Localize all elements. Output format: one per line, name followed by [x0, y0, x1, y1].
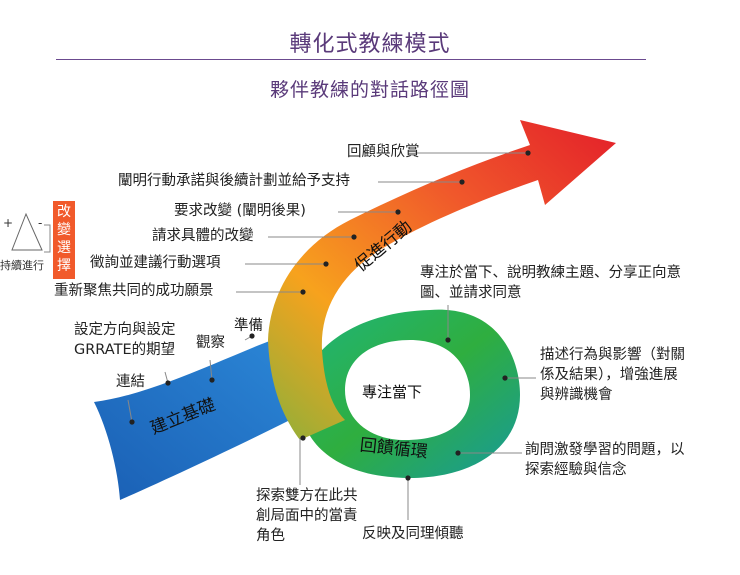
feedback-ring	[300, 309, 520, 478]
label-focus-present: 專注於當下、說明教練主題、分享正向意圖、並請求同意	[420, 265, 681, 301]
label-commitment: 闡明行動承諾與後續計劃並給予支持	[118, 173, 350, 189]
center-section-label: 專注當下	[362, 383, 423, 401]
label-set-direction: 設定方向與設定GRRATE的期望	[74, 322, 176, 358]
label-explore: 探索雙方在此共創局面中的當責角色	[256, 488, 358, 544]
badge-bracket	[44, 224, 51, 253]
foundation-band	[94, 340, 290, 500]
label-observe: 觀察	[196, 335, 225, 351]
path-dots	[129, 150, 531, 481]
change-choice-badge: 改 變 選 擇	[53, 201, 75, 279]
title-divider	[56, 59, 646, 60]
label-refocus: 重新聚焦共同的成功願景	[54, 283, 214, 299]
badge-char: 改	[57, 204, 71, 220]
page-subtitle: 夥伴教練的對話路徑圖	[269, 79, 470, 101]
ongoing-caption: 持續進行	[0, 259, 44, 272]
change-triangle	[11, 212, 43, 251]
label-solicit: 徵詢並建議行動選項	[90, 255, 221, 271]
label-request-specific: 請求具體的改變	[152, 228, 254, 244]
badge-char: 擇	[57, 258, 71, 274]
label-connect: 連結	[116, 374, 145, 390]
label-prepare: 準備	[234, 318, 263, 334]
label-describe: 描述行為與影響（對關係及結果），增強進展與辨識機會	[540, 347, 685, 403]
action-arrow	[268, 120, 616, 440]
label-request-change: 要求改變 (闡明後果)	[174, 203, 306, 219]
label-review: 回顧與欣賞	[347, 144, 420, 160]
label-reflect: 反映及同理傾聽	[362, 526, 464, 542]
minus-sign: -	[38, 216, 43, 230]
label-inquire: 詢問激發學習的問題，以探索經驗與信念	[525, 442, 685, 478]
page-title: 轉化式教練模式	[289, 32, 451, 57]
badge-char: 選	[57, 240, 71, 256]
plus-sign: +	[3, 216, 14, 230]
leader-lines	[127, 152, 536, 520]
badge-char: 變	[57, 222, 71, 238]
